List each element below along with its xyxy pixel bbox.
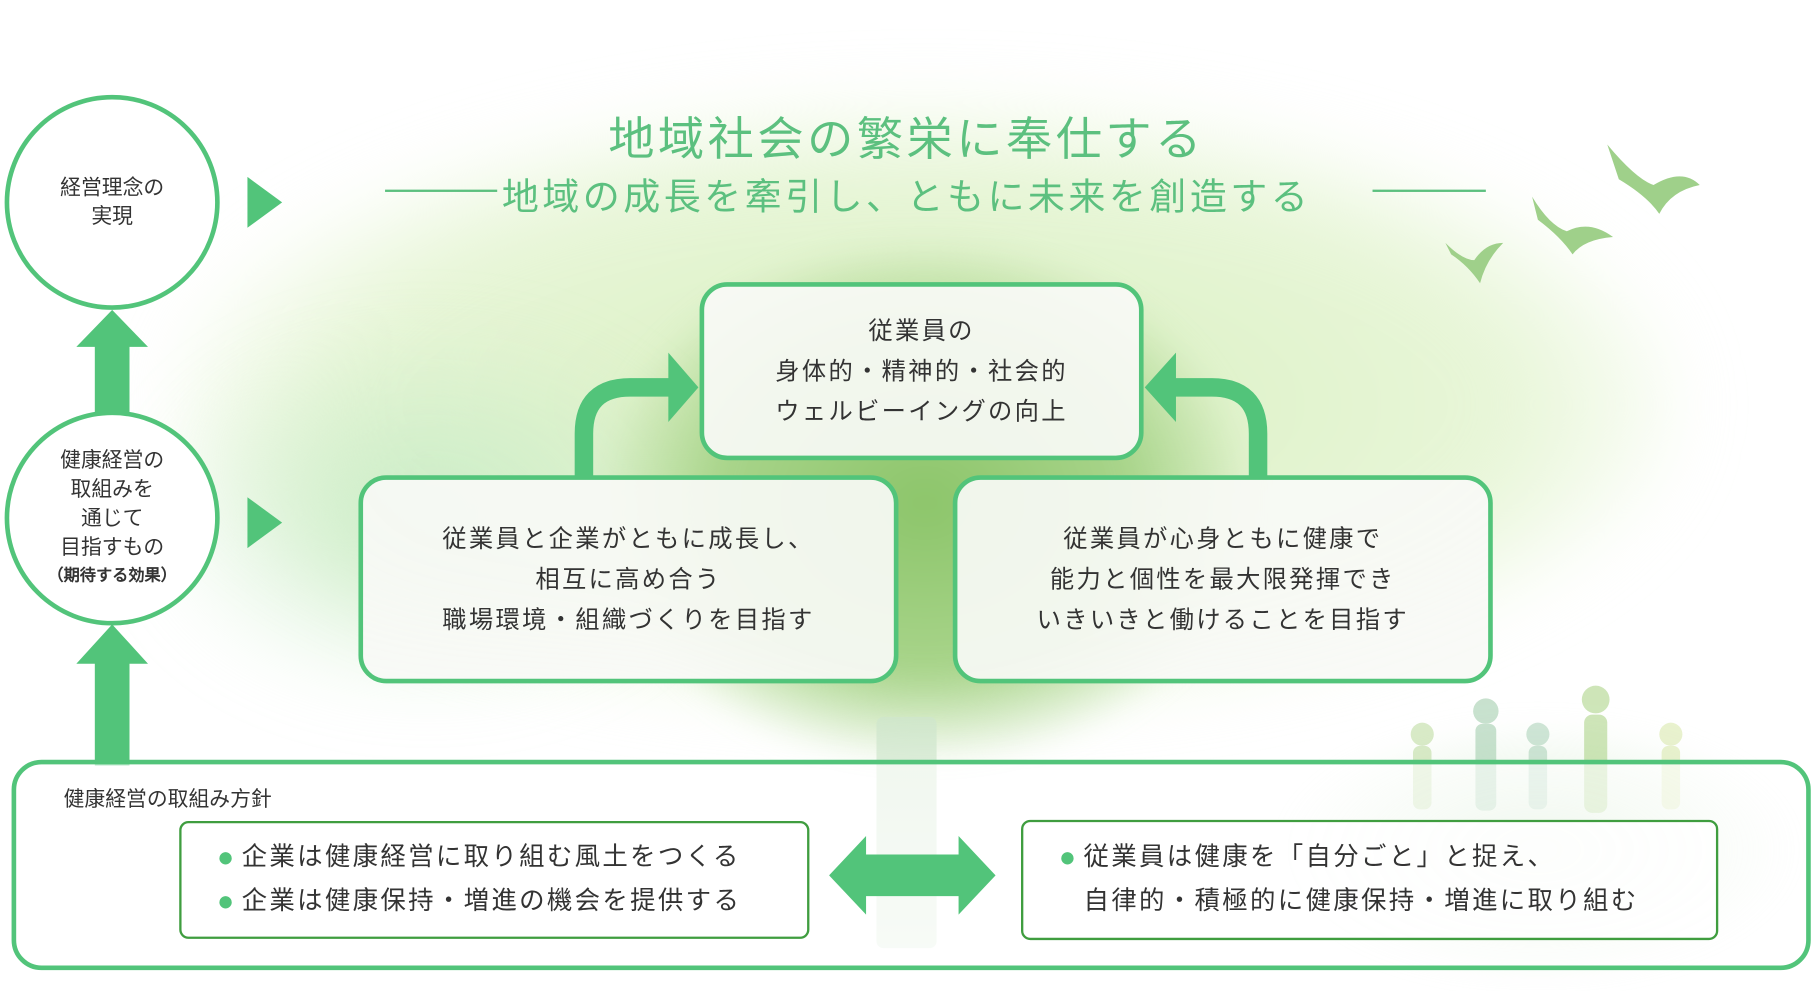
page-subtitle: 地域の成長を牽引し、ともに未来を創造する bbox=[501, 174, 1312, 219]
circle-text: 通じて bbox=[80, 505, 144, 531]
up-arrow-icon bbox=[76, 309, 149, 417]
goal-text: 能力と個性を最大限発揮でき bbox=[1049, 564, 1396, 593]
philosophy-circle: 経営理念の実現 bbox=[4, 94, 220, 310]
policy-text: 企業は健康保持・増進の機会を提供する bbox=[241, 886, 742, 916]
workplace-goal-box: 従業員と企業がともに成長し、相互に高め合う職場環境・組織づくりを目指す bbox=[358, 475, 899, 684]
goals-circle: 健康経営の 取組みを 通じて 目指すもの （期待する効果） bbox=[4, 410, 220, 626]
circle-text: 目指すもの bbox=[60, 534, 165, 560]
list-item: 自律的・積極的に健康保持・増進に取り組む bbox=[1083, 880, 1715, 924]
bullet-icon: ● bbox=[218, 892, 235, 912]
circle-text: 取組みを bbox=[70, 476, 154, 502]
circle-text: 経営理念の bbox=[60, 175, 165, 201]
list-item: ● 企業は健康保持・増進の機会を提供する bbox=[219, 880, 807, 924]
policy-text: 従業員は健康を「自分ごと」と捉え、 bbox=[1083, 842, 1556, 872]
circle-text: 実現 bbox=[91, 204, 133, 229]
bullet-icon: ● bbox=[218, 848, 235, 868]
list-item: ● 従業員は健康を「自分ごと」と捉え、 bbox=[1060, 836, 1715, 880]
circle-text: 健康経営の bbox=[60, 448, 165, 473]
list-item: ● 企業は健康経営に取り組む風土をつくる bbox=[219, 836, 807, 880]
page-title: 地域社会の繁栄に奉仕する bbox=[608, 113, 1205, 167]
goal-text: 従業員の bbox=[868, 316, 975, 344]
goal-text: 身体的・精神的・社会的 bbox=[775, 356, 1068, 385]
goal-text: ウェルビーイングの向上 bbox=[775, 397, 1068, 425]
wellbeing-goal-box: 従業員の身体的・精神的・社会的ウェルビーイングの向上 bbox=[699, 282, 1144, 461]
up-arrow-icon bbox=[76, 624, 149, 766]
goal-text: いきいきと働けることを目指す bbox=[1036, 605, 1409, 634]
goal-text: 従業員と企業がともに成長し、 bbox=[442, 524, 815, 553]
goal-text: 相互に高め合う bbox=[535, 564, 722, 593]
circle-text: （期待する効果） bbox=[47, 566, 177, 585]
double-arrow-icon bbox=[829, 836, 996, 915]
subtitle-left-rule bbox=[385, 189, 498, 192]
policy-text: 自律的・積極的に健康保持・増進に取り組む bbox=[1083, 886, 1639, 916]
bullet-icon: ● bbox=[1060, 848, 1077, 868]
policy-label: 健康経営の取組み方針 bbox=[63, 787, 272, 812]
company-policy-box: ● 企業は健康経営に取り組む風土をつくる ● 企業は健康保持・増進の機会を提供する bbox=[179, 820, 810, 939]
goal-text: 従業員が心身ともに健康で bbox=[1063, 524, 1383, 553]
right-triangle-icon bbox=[247, 176, 283, 228]
birds-icon bbox=[1445, 144, 1700, 284]
policy-text: 企業は健康経営に取り組む風土をつくる bbox=[241, 842, 741, 872]
subtitle-right-rule bbox=[1372, 189, 1486, 192]
employee-policy-box: ● 従業員は健康を「自分ごと」と捉え、 自律的・積極的に健康保持・増進に取り組む bbox=[1021, 819, 1719, 941]
right-triangle-icon bbox=[247, 497, 283, 549]
health-goal-box: 従業員が心身ともに健康で能力と個性を最大限発揮できいきいきと働けることを目指す bbox=[952, 475, 1493, 684]
goal-text: 職場環境・組織づくりを目指す bbox=[442, 605, 815, 634]
